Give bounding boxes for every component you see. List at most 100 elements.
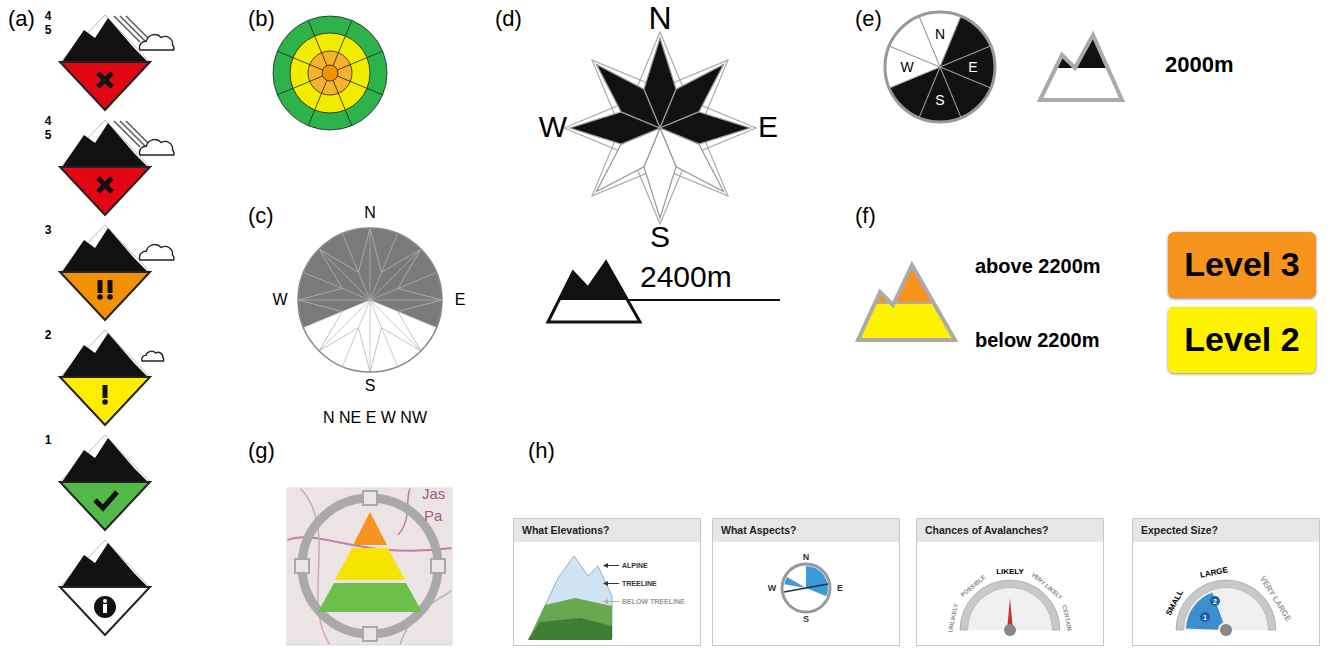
- compass-letter: S: [803, 615, 809, 624]
- card-heading: What Aspects?: [713, 519, 899, 543]
- compass-star: [564, 32, 756, 224]
- panel-letter: (c): [248, 205, 274, 227]
- danger-field: [60, 272, 150, 320]
- map-ring-tab: [295, 559, 309, 573]
- exclamation-bar: [98, 280, 103, 293]
- ring-band: [290, 33, 370, 113]
- map-ring-tab: [431, 559, 445, 573]
- compass-letter: W: [900, 60, 913, 74]
- figure-label: 2: [1213, 598, 1217, 605]
- leader-arrowhead: [603, 581, 608, 586]
- compass-letter: E: [968, 60, 977, 74]
- compass-letter: S: [935, 93, 944, 107]
- figure-label: Pa: [424, 508, 442, 523]
- mountain-silhouette: [62, 18, 148, 62]
- figure-label: ALPINE: [622, 562, 648, 569]
- cloud-symbol: [139, 35, 173, 50]
- ring-divider: [337, 51, 382, 70]
- elevation-mountain: [540, 250, 780, 330]
- mountain-silhouette: [62, 333, 148, 377]
- compass-letter: W: [272, 292, 287, 308]
- figure-label: below 2200m: [975, 330, 1100, 350]
- compass-letter: S: [650, 222, 670, 252]
- exclamation-bar: [103, 385, 108, 398]
- figure-label: 2000m: [1165, 54, 1234, 76]
- danger-field: [60, 482, 150, 530]
- map-clip: [287, 488, 452, 645]
- gauge-face: [1184, 588, 1268, 630]
- aspect-ray: [370, 300, 371, 372]
- gauge-rim: [1176, 580, 1276, 630]
- danger-level-number: 4: [45, 10, 52, 22]
- leader-arrowhead: [603, 599, 608, 604]
- danger-field: [60, 587, 150, 635]
- ring-divider: [333, 20, 352, 65]
- aspect-ray: [298, 300, 370, 301]
- cloud-symbol: [139, 245, 173, 260]
- danger-level-number: 1: [45, 434, 52, 446]
- map-ring-tab: [363, 627, 377, 641]
- level-box: Level 2: [1168, 307, 1316, 373]
- card-ground: [1132, 518, 1320, 646]
- info-card: Chances of Avalanches?: [916, 518, 1104, 646]
- leader-arrowhead: [603, 563, 608, 568]
- mountain-outline: [858, 265, 955, 340]
- aspect-sector: [784, 577, 806, 588]
- ring-divider: [308, 80, 327, 125]
- ring-band: [273, 16, 387, 130]
- figure-label: Jas: [422, 486, 445, 501]
- star-point: [596, 64, 660, 128]
- compass-letter: N: [935, 27, 945, 41]
- danger-level-number: 2: [45, 329, 52, 341]
- map-ring-tab: [363, 491, 377, 505]
- figure-label: 2400m: [640, 262, 732, 292]
- compass-face: [782, 564, 830, 612]
- compass-letter: E: [758, 112, 778, 142]
- pyramid-treeline: [335, 548, 405, 580]
- compass-letter: W: [539, 112, 567, 142]
- ring-divider: [277, 51, 322, 70]
- elevation-line: [629, 299, 780, 301]
- map-ground: [287, 488, 452, 645]
- info-card: What Elevations?: [513, 518, 701, 646]
- danger-level-number: 3: [45, 224, 52, 236]
- cross-symbol: [98, 178, 112, 192]
- level-text: Level 3: [1184, 246, 1299, 283]
- icon-sky: [60, 15, 150, 62]
- card-ground: [916, 518, 1104, 646]
- mountain-outline: [548, 262, 640, 322]
- pie-sector: [889, 16, 940, 67]
- mountain-silhouette: [62, 228, 148, 272]
- danger-icon: [60, 225, 174, 320]
- aspect-outline: [298, 228, 442, 372]
- aspect-safe-sector: [303, 300, 436, 372]
- danger-level-number: 5: [45, 24, 52, 36]
- panel-letter: (g): [248, 440, 275, 462]
- pyramid-below: [318, 583, 422, 612]
- leader-arrow: [607, 565, 619, 566]
- figure-label: N NE E W NW: [323, 410, 427, 426]
- figure-label: TREELINE: [622, 580, 657, 587]
- danger-icon: [60, 330, 164, 425]
- aspect-star: [298, 228, 442, 372]
- danger-field: [60, 167, 150, 215]
- size-gauge: [1176, 580, 1276, 636]
- icon-sky: [60, 435, 150, 482]
- pyramid-alpine: [353, 512, 387, 545]
- info-card: Expected Size?: [1132, 518, 1320, 646]
- danger-level-number: 4: [45, 115, 52, 127]
- elevation-mountain: [1035, 30, 1130, 105]
- card-ground: [712, 518, 900, 646]
- card-header-band: [513, 518, 701, 542]
- info-card: What Aspects?: [712, 518, 900, 646]
- aspect-sector: [806, 566, 828, 596]
- check-symbol: [95, 492, 117, 508]
- figure-label: 1: [1203, 614, 1207, 621]
- cross-symbol: [98, 73, 112, 87]
- mountain-valley: [528, 618, 612, 640]
- size-sector: [1186, 592, 1223, 629]
- aspect-ray: [370, 300, 442, 301]
- compass-letter: N: [648, 2, 671, 34]
- mountain-outline: [1040, 35, 1122, 100]
- compass-letter: N: [364, 205, 376, 221]
